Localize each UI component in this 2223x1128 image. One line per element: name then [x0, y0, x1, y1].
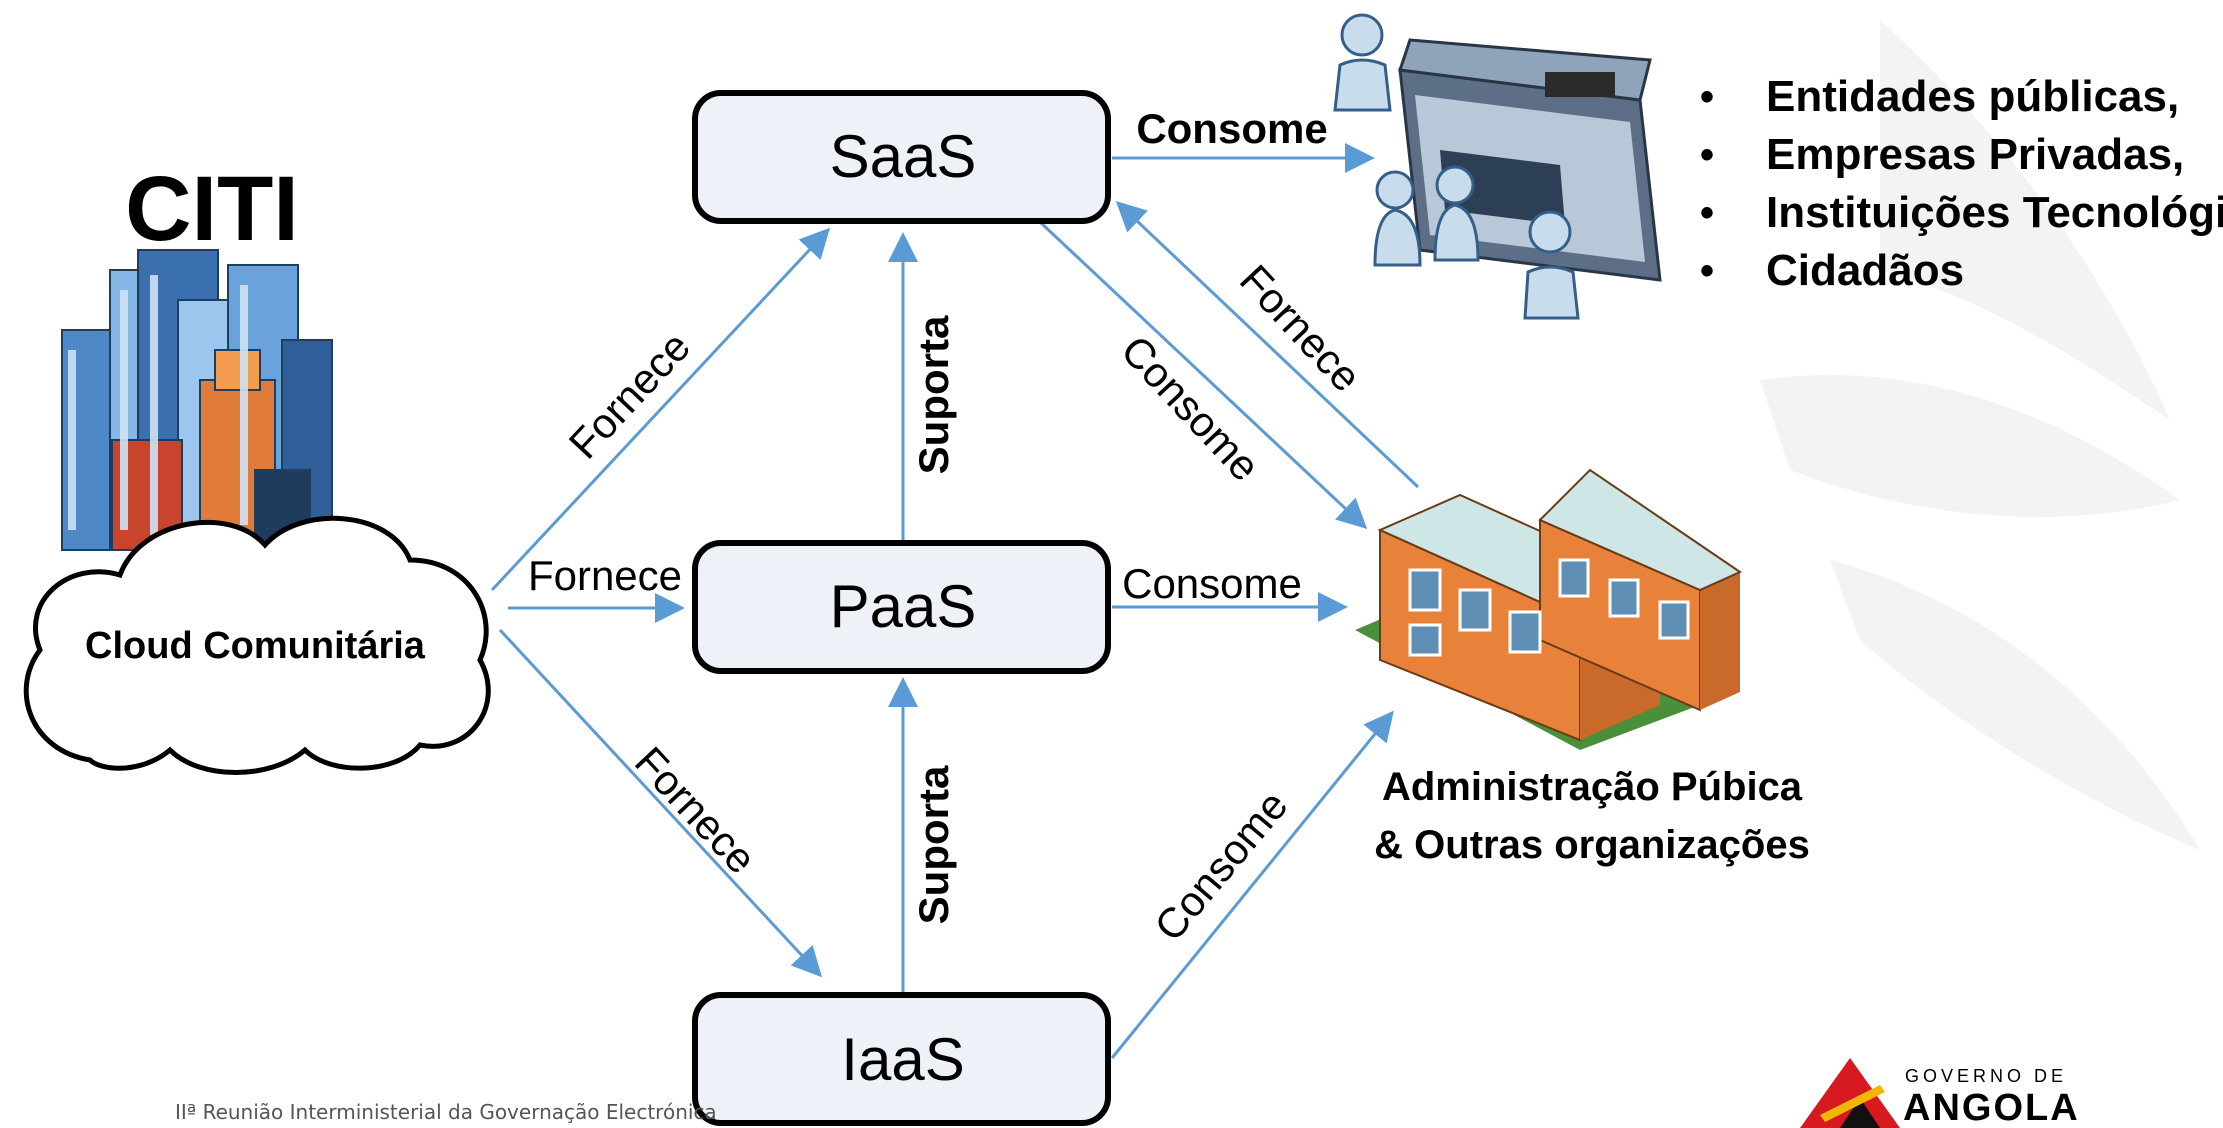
office-people-icon [1333, 13, 1662, 320]
edge-admin-saas [1115, 200, 1420, 489]
consumer-list: Entidades públicas, Empresas Privadas, I… [1700, 68, 2223, 300]
edges [490, 143, 1420, 1059]
edge-label-citi-saas: Fornece [560, 323, 699, 468]
edge-iaas-admin [1110, 710, 1394, 1059]
provider-cloud-label: Cloud Comunitária [85, 625, 426, 667]
logo-line2: ANGOLA [1903, 1087, 2080, 1128]
edge-citi-saas [490, 227, 831, 592]
logo-line1: GOVERNO DE [1905, 1066, 2067, 1086]
edge-label-paas-admin: Consome [1122, 560, 1302, 607]
provider-title: CITI [125, 158, 299, 260]
node-paas-label: PaaS [830, 573, 977, 640]
node-iaas: IaaS [692, 992, 1111, 1126]
consumer-list-item: Cidadãos [1700, 242, 2223, 300]
node-paas: PaaS [692, 540, 1111, 674]
edge-label-citi-paas: Fornece [528, 552, 682, 599]
edge-label-saas-admin: Consome [1112, 326, 1269, 490]
consumer-list-item: Instituições Tecnológicas [1700, 184, 2223, 242]
node-saas: SaaS [692, 90, 1111, 224]
apartment-buildings-icon [1355, 468, 1743, 750]
node-iaas-label: IaaS [841, 1026, 964, 1093]
edge-label-citi-iaas: Fornece [626, 738, 765, 883]
footer-text: IIª Reunião Interministerial da Governaç… [175, 1100, 717, 1124]
governo-angola-logo: GOVERNO DE ANGOLA [1800, 1058, 2080, 1128]
node-saas-label: SaaS [830, 123, 977, 190]
consumer-list-item: Entidades públicas, [1700, 68, 2223, 126]
edge-label-saas-consumers: Consome [1136, 105, 1327, 152]
edge-saas-admin [1038, 220, 1368, 530]
edge-label-paas-saas: Suporta [910, 315, 957, 474]
edge-label-iaas-paas: Suporta [910, 765, 957, 924]
edge-citi-iaas [498, 628, 823, 978]
consumer-list-item: Empresas Privadas, [1700, 126, 2223, 184]
city-cloud-icon: CITI Cloud Comunitária [23, 158, 491, 775]
